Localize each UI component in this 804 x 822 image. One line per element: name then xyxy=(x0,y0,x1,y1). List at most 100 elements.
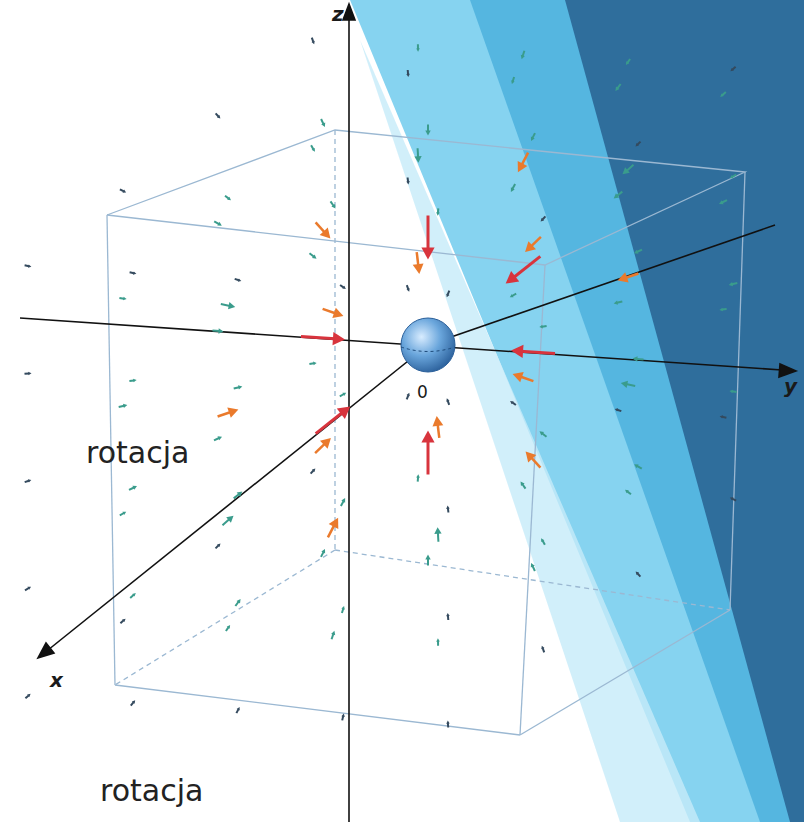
field-arrow-head xyxy=(446,721,449,724)
field-arrow-head xyxy=(521,481,525,486)
field-arrow-head xyxy=(237,492,243,497)
field-arrow-shaft xyxy=(223,519,230,525)
field-arrow-head xyxy=(636,143,639,146)
field-arrow-head xyxy=(730,68,734,71)
field-arrow-head xyxy=(720,415,724,418)
mid-stripe xyxy=(470,0,804,822)
field-arrow-head xyxy=(332,308,343,318)
field-arrow-head xyxy=(634,464,639,468)
field-arrow-shaft xyxy=(321,552,324,557)
field-arrow-shaft xyxy=(342,716,343,720)
origin-sphere xyxy=(401,318,455,372)
field-arrow-head xyxy=(406,181,410,184)
field-arrow-shaft xyxy=(512,184,515,189)
field-arrow-shaft xyxy=(407,285,409,289)
field-arrow-head xyxy=(510,401,514,404)
field-arrow-shaft xyxy=(617,302,623,303)
field-arrow-head xyxy=(720,93,724,97)
field-arrow-head xyxy=(511,80,514,84)
field-arrow-head xyxy=(615,408,619,411)
field-arrow-shaft xyxy=(625,274,638,279)
field-arrow-shaft xyxy=(321,119,323,124)
field-arrow-shaft xyxy=(310,253,315,256)
field-arrow-head xyxy=(133,271,137,274)
field-arrow-head xyxy=(341,606,344,610)
axis-label: x xyxy=(50,670,63,690)
field-arrow-shaft xyxy=(521,351,555,353)
field-arrow-head xyxy=(133,379,137,383)
field-arrow-shaft xyxy=(532,133,535,138)
field-arrow-head xyxy=(511,345,524,358)
field-arrow-shaft xyxy=(120,189,124,191)
field-arrow-shaft xyxy=(531,457,541,467)
field-arrow-shaft xyxy=(316,222,326,232)
field-arrow-head xyxy=(506,271,520,284)
field-arrow-head xyxy=(446,506,450,509)
field-arrow-head xyxy=(341,498,345,503)
field-arrow-head xyxy=(123,190,127,193)
origin-label: 0 xyxy=(417,384,428,401)
field-arrow-shaft xyxy=(542,216,545,219)
field-arrow-shaft xyxy=(120,620,123,623)
light-stripe xyxy=(350,0,804,822)
field-arrow-head xyxy=(227,408,238,418)
field-arrow-head xyxy=(730,497,734,500)
field-arrow-shaft xyxy=(512,402,516,405)
field-arrow-head xyxy=(407,288,410,292)
dark-stripe xyxy=(565,0,804,822)
field-arrow-shaft xyxy=(513,256,540,277)
field-arrow-head xyxy=(729,282,733,286)
field-arrow-head xyxy=(531,136,535,141)
field-arrow-shaft xyxy=(627,59,630,63)
field-arrow-head xyxy=(407,393,410,397)
field-arrow-head xyxy=(540,431,545,435)
field-arrow-head xyxy=(28,372,31,376)
field-arrow-shaft xyxy=(732,175,736,177)
field-arrow-shaft xyxy=(342,609,343,614)
field-arrow-head xyxy=(237,707,240,711)
field-arrow-shaft xyxy=(522,153,529,166)
field-arrow-head xyxy=(341,714,344,717)
field-arrow-head xyxy=(312,148,315,152)
field-arrow-shaft xyxy=(312,38,314,42)
field-arrow-head xyxy=(416,474,420,478)
field-arrow-shaft xyxy=(447,723,449,728)
field-arrow-head xyxy=(333,332,346,345)
field-arrow-shaft xyxy=(637,250,642,252)
field-arrow-shaft xyxy=(311,145,313,149)
field-arrow-shaft xyxy=(427,440,430,474)
field-arrow-head xyxy=(28,264,31,267)
field-arrow-shaft xyxy=(216,545,219,548)
field-arrow-head xyxy=(227,625,230,629)
field-arrow-shaft xyxy=(341,501,344,506)
field-arrow-head xyxy=(436,638,440,641)
field-arrow-head xyxy=(633,356,638,362)
field-arrow-shaft xyxy=(213,330,220,333)
slide-text: rotacja xyxy=(100,776,203,806)
field-arrow-head xyxy=(730,175,734,178)
field-arrow-shaft xyxy=(732,283,738,284)
field-arrow-head xyxy=(436,212,440,216)
field-arrow-head xyxy=(217,115,220,119)
field-arrow-shaft xyxy=(542,433,547,437)
field-arrow-head xyxy=(28,479,32,482)
field-arrow-head xyxy=(320,228,331,239)
field-arrow-head xyxy=(331,204,335,209)
field-arrow-shaft xyxy=(543,541,545,545)
field-arrow-head xyxy=(623,167,630,174)
field-arrow-head xyxy=(238,279,242,282)
field-arrow-shaft xyxy=(315,443,325,453)
field-arrow-head xyxy=(312,41,315,45)
field-arrow-shaft xyxy=(340,285,344,288)
field-arrow-head xyxy=(614,301,618,305)
field-arrow-shaft xyxy=(311,470,314,473)
field-arrow-head xyxy=(719,308,723,312)
field-arrow-shaft xyxy=(301,337,335,339)
field-arrow-head xyxy=(636,571,639,575)
field-arrow-shaft xyxy=(520,377,533,382)
field-arrow-head xyxy=(634,250,639,254)
field-arrow-head xyxy=(132,700,135,704)
field-arrow-shaft xyxy=(627,165,634,171)
field-arrow-shaft xyxy=(130,595,134,598)
field-arrow-head xyxy=(312,255,317,259)
